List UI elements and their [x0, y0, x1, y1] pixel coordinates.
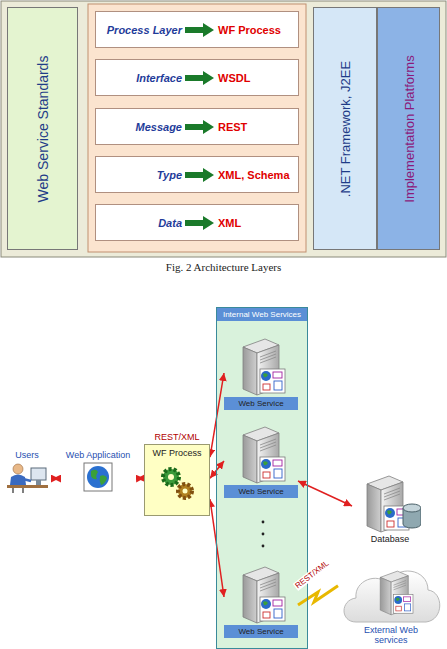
- layers-frame: [1, 1, 446, 257]
- node-value: REST: [218, 121, 247, 133]
- layer-box: Type XML, Schema: [95, 156, 299, 193]
- flow-arrow: [53, 478, 59, 480]
- node-label: Database: [352, 534, 428, 544]
- layer-arrow: [185, 120, 215, 134]
- standards-panel: [88, 4, 306, 252]
- server-node: Web Service: [224, 333, 298, 413]
- node-label: REST/XML: [144, 432, 210, 444]
- database-icon: [359, 470, 421, 534]
- node-value: WSDL: [218, 72, 250, 84]
- standards-band: Web Service Standards: [7, 7, 78, 250]
- node-value: XML: [218, 217, 241, 229]
- node-label: Message: [96, 121, 182, 133]
- layer-box: Message REST: [95, 108, 299, 145]
- gear-icon: [156, 462, 198, 504]
- user-icon: [5, 462, 49, 494]
- flow-arrow: [210, 461, 224, 478]
- node-value: XML, Schema: [218, 169, 290, 181]
- web-app-node: Web Application: [59, 450, 137, 496]
- layer-arrow: [185, 71, 215, 85]
- server-icon: [235, 421, 287, 485]
- service-group-fill: [216, 307, 308, 649]
- continuation-dots: [262, 521, 265, 548]
- node-label: Web Application: [59, 450, 137, 460]
- layer-arrow: [185, 23, 215, 37]
- flow-arrow: [210, 499, 224, 597]
- layer-box: Interface WSDL: [95, 59, 299, 96]
- link-label: REST/XML: [293, 558, 332, 591]
- server-icon: [235, 561, 287, 625]
- node-label: Web Service Standards: [35, 55, 51, 202]
- process-frame: WF Process: [144, 444, 210, 516]
- node-label: Users: [1, 450, 53, 460]
- node-label: .NET Framework, J2EE: [338, 60, 353, 196]
- layer-arrow: [185, 216, 215, 230]
- node-label: Interface: [96, 72, 182, 84]
- layer-arrow: [185, 168, 215, 182]
- layer-box: Process Layer WF Process: [95, 11, 299, 48]
- process-box: REST/XMLWF Process: [144, 432, 210, 516]
- flow-arrow: [298, 481, 352, 506]
- figure-caption: Fig. 2 Architecture Layers: [0, 261, 447, 273]
- user-node: Users: [1, 450, 53, 496]
- platform-band: Implementation Platforms: [377, 7, 440, 250]
- node-value: WF Process: [145, 445, 209, 458]
- node-label: External Web services: [338, 625, 444, 646]
- node-label: Data: [96, 217, 182, 229]
- database-node: Database: [352, 470, 428, 550]
- node-label: Web Service: [224, 397, 298, 410]
- server-icon: [235, 333, 287, 397]
- node-label: Internal Web Services: [217, 308, 307, 321]
- framework-band: .NET Framework, J2EE: [313, 7, 377, 250]
- node-label: Implementation Platforms: [401, 55, 416, 202]
- server-node: Web Service: [224, 421, 298, 501]
- flow-arrow: [210, 373, 224, 457]
- web-app-icon: [83, 462, 113, 492]
- node-label: Web Service: [224, 625, 298, 638]
- service-group: Internal Web ServicesWeb ServiceWeb Serv…: [216, 307, 308, 649]
- node-label: Web Service: [224, 485, 298, 498]
- node-label: Process Layer: [96, 24, 182, 36]
- lightning-link: [298, 586, 338, 605]
- external-cloud: External Web services: [338, 560, 444, 646]
- layer-box: Data XML: [95, 204, 299, 241]
- node-label: Type: [96, 169, 182, 181]
- server-node: Web Service: [224, 561, 298, 641]
- node-value: WF Process: [218, 24, 281, 36]
- flow-arrow: [137, 477, 144, 479]
